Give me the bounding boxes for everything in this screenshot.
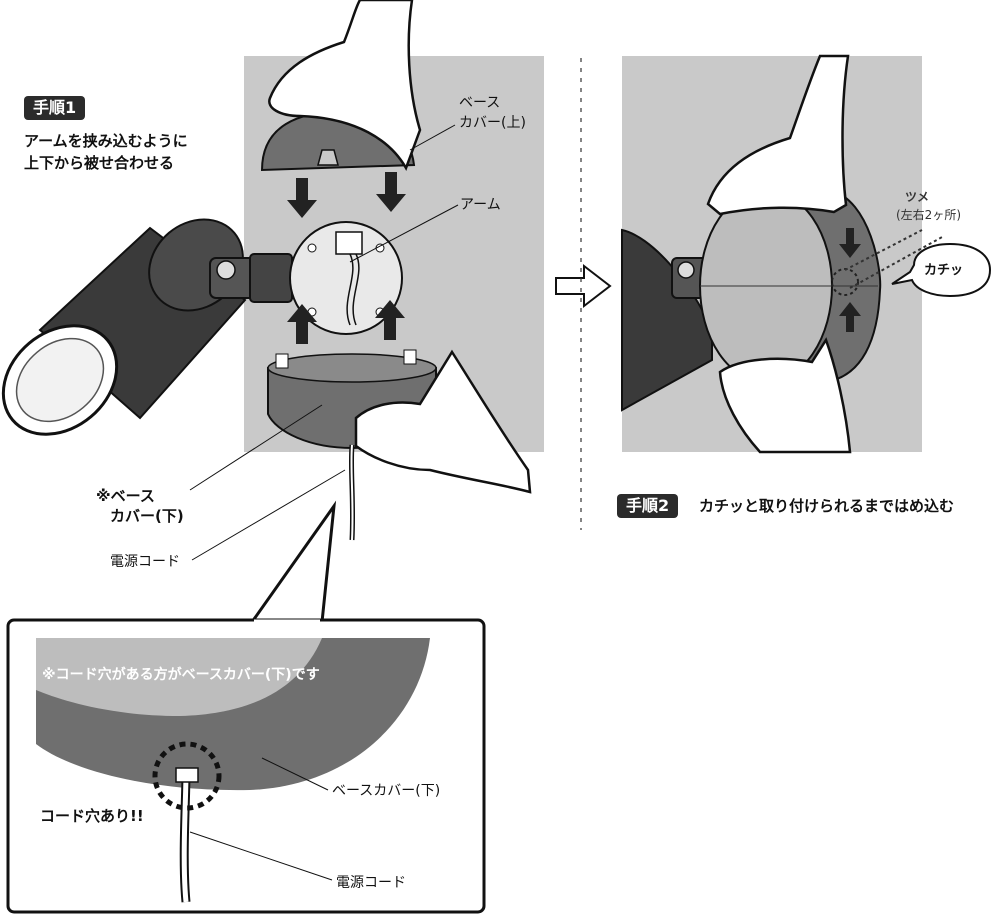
hand-top-step1 [268,0,422,171]
hand-top-step2 [706,54,850,216]
detail-label-lower-cover: ベースカバー(下) [332,783,441,799]
up-arrow-left [287,304,317,344]
cord-hole-highlight [152,741,222,811]
detail-label-cord-hole: コード穴あり!! [40,807,144,825]
step1-instruction-line2: 上下から被せ合わせる [24,154,175,172]
assembled-base-cover [699,189,882,383]
step1-instruction-line1: アームを挟み込むように [24,132,188,150]
up-arrow-right [375,300,405,340]
hand-bottom-step1 [354,349,532,494]
label-lower-cover-line1: ※ベース [96,487,155,505]
down-arrow-step2 [839,228,861,258]
step2-badge: 手順2 [617,494,679,518]
down-arrow-left [287,178,317,218]
step2-instruction: カチッと取り付けられるまではめ込む [699,497,955,515]
hand-bottom-step2 [718,337,852,454]
label-lower-cover-line2: カバー(下) [110,507,184,525]
up-arrow-step2 [839,302,861,332]
callout-pointer [250,500,337,623]
detail-cover-inner [36,638,322,716]
step1-badge: 手順1 [24,96,86,120]
click-speech-bubble [891,242,992,298]
label-tab: ツメ [905,190,930,204]
next-step-arrow [555,263,612,309]
detail-label-power-cord: 電源コード [336,875,406,891]
label-tab-note: (左右2ヶ所) [896,208,961,222]
label-arm: アーム [460,197,501,213]
label-click: カチッ [924,263,964,278]
lamp-shade [1,218,247,436]
base-plate [289,221,403,335]
label-upper-cover-line2: カバー(上) [459,115,526,131]
label-upper-cover-line1: ベース [459,95,501,111]
detail-note: ※コード穴がある方がベースカバー(下)です [42,667,320,683]
down-arrow-right [376,172,406,212]
label-power-cord-step1: 電源コード [110,554,180,570]
